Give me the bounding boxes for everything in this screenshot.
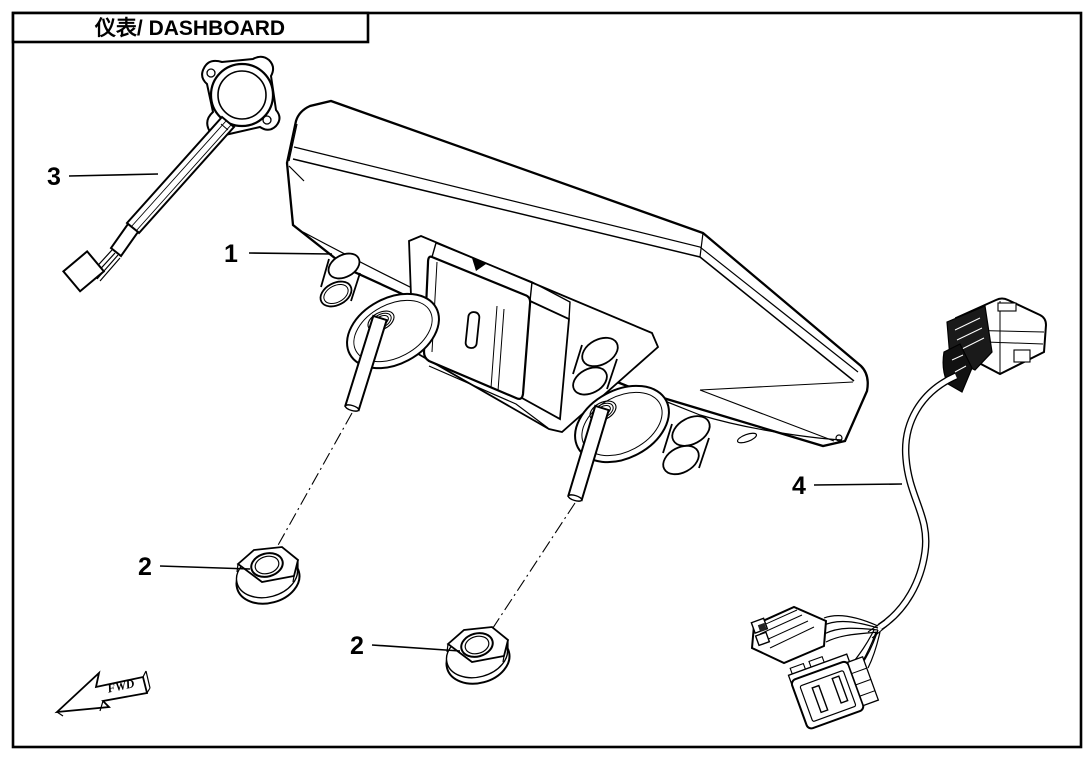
centerline-stud-left: [271, 412, 353, 557]
sensor-shaft-lines: [130, 120, 232, 232]
housing-keyway-slot: [464, 311, 481, 349]
harness-top-connector: [942, 297, 1048, 393]
sensor-connector: [61, 249, 106, 293]
sensor-flange-hole-left: [206, 68, 216, 78]
mount-stud-left: [344, 314, 388, 412]
title-box-frame: [11, 11, 370, 44]
flange-nut-right: [445, 626, 511, 685]
cluster-edge-steps: [288, 123, 704, 258]
callout-3-label: 3: [47, 163, 61, 191]
callouts: 1 2 2 3 4: [47, 163, 903, 660]
sensor-sleeve: [109, 222, 140, 258]
callout-4-label: 4: [792, 472, 806, 500]
callout-2b-label: 2: [350, 632, 364, 660]
callout-2a: 2: [138, 553, 251, 581]
boss-cylinder-mid: [572, 336, 619, 396]
callout-1-label: 1: [224, 240, 238, 268]
sensor-wires: [90, 249, 121, 282]
title-box: 仪表/ DASHBOARD: [11, 11, 370, 44]
callout-2a-label: 2: [138, 553, 152, 581]
callout-3: 3: [47, 163, 159, 191]
boss-cylinder-left: [319, 252, 361, 308]
callout-1: 1: [224, 240, 333, 268]
fwd-arrow: FWD: [54, 670, 151, 717]
callout-4: 4: [792, 472, 903, 500]
mount-stud-right: [567, 404, 610, 502]
fwd-arrow-shape: [54, 670, 149, 714]
fwd-label: FWD: [105, 676, 136, 696]
flange-nut-left: [235, 546, 301, 605]
housing-top-edges: [431, 242, 571, 320]
cluster-body: [285, 99, 869, 448]
cluster-bezel-line-2: [293, 146, 859, 373]
sensor-shaft-ribs: [220, 118, 231, 131]
rear-oval-detail: [736, 432, 758, 444]
harness-cable-core: [878, 373, 957, 630]
cluster-left-notch: [288, 165, 305, 182]
harness-large-connector: [787, 653, 880, 730]
bracket-dark-wedge: [472, 258, 486, 271]
rear-pin-detail: [835, 434, 843, 442]
fwd-arrow-thickness-lines: [56, 670, 151, 717]
page-border: [11, 11, 1083, 749]
centerline-stud-right: [484, 502, 576, 641]
callout-2b: 2: [350, 632, 461, 660]
harness-wires-lower: [851, 629, 881, 671]
sensor-probe-part: [61, 55, 281, 293]
wiring-harness-part: [750, 297, 1048, 730]
sensor-flange-hole-right: [262, 115, 272, 125]
dashboard-cluster-part: [285, 99, 869, 502]
cluster-rear-creases: [699, 381, 854, 442]
boss-cylinder-right: [662, 415, 711, 476]
housing-lower-lip: [428, 365, 549, 429]
page-title: 仪表/ DASHBOARD: [94, 17, 285, 40]
harness-small-connector: [750, 605, 828, 665]
harness-wires-upper: [821, 614, 879, 643]
sensor-head-inner-ring: [217, 70, 267, 120]
cluster-connector-housing: [422, 242, 571, 429]
